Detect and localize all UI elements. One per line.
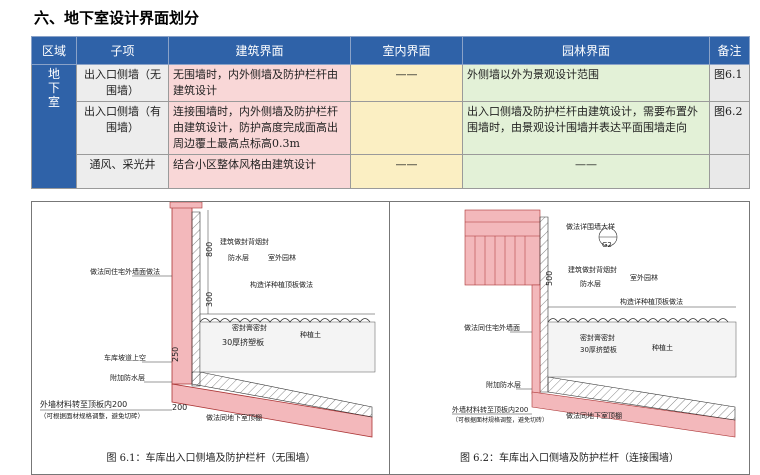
fence-wall — [464, 209, 541, 286]
garden-cell: 出入口侧墙及防护栏杆由建筑设计，需要布置外围墙时，由景观设计围墙并表达平面围墙走… — [462, 101, 710, 155]
label-board: 30厚挤塑板 — [580, 345, 617, 354]
gravel-layer — [199, 318, 371, 323]
roof-slab — [191, 371, 373, 418]
label-structure: 构造详种植顶板做法 — [250, 280, 313, 289]
header-sub: 子项 — [76, 36, 169, 65]
label-sidewall: 做法同住宅外墙面 — [464, 323, 520, 332]
indoor-cell — [350, 101, 463, 155]
label-extra-wp: 附加防水层 — [110, 373, 145, 382]
page-title: 六、地下室设计界面划分 — [34, 9, 200, 27]
note-cell — [709, 154, 750, 189]
area-cell: 地下室 — [31, 64, 77, 189]
sub-cell: 通风、采光井 — [76, 154, 169, 189]
wall-concrete — [539, 216, 549, 393]
label-board: 30厚挤塑板 — [222, 337, 264, 347]
figure-6-2: G2 做法详围墙大样 建筑做封背烟封 防水层 室外园林 构造详种植顶板做法 50… — [389, 201, 750, 475]
header-arch: 建筑界面 — [168, 36, 351, 65]
arch-cell: 结合小区整体风格由建筑设计 — [168, 154, 351, 189]
label-ramp: 车库坡道上空 — [104, 353, 146, 362]
header-note: 备注 — [709, 36, 750, 65]
garden-cell: —— — [462, 154, 710, 189]
header-area: 区域 — [31, 36, 77, 65]
label-finish: 外墙材料转至顶板内200 — [452, 405, 528, 414]
label-seal: 建筑做封背烟封 — [568, 265, 617, 274]
fence-pattern — [465, 221, 540, 285]
label-seal2: 密封膏密封 — [580, 333, 615, 342]
gravel-layer — [547, 318, 729, 323]
section-drawing-1: 800 300 建筑做封背烟封 防水层 室外园林 构造详种植顶板做法 做法同住宅… — [40, 202, 376, 438]
arch-cell: 连接围墙时，内外侧墙及防护栏杆由建筑设计，防护高度完成面高出周边覆土最高点标高0… — [168, 101, 351, 155]
figure-6-1: 800 300 建筑做封背烟封 防水层 室外园林 构造详种植顶板做法 做法同住宅… — [31, 201, 391, 475]
label-extra-wp: 附加防水层 — [486, 380, 521, 389]
wall-cap — [169, 202, 203, 209]
table-header-row: 区域 子项 建筑界面 室内界面 园林界面 备注 — [31, 36, 750, 65]
label-seal2: 密封膏密封 — [232, 323, 267, 332]
dim-800: 800 — [205, 242, 214, 257]
label-structure: 构造详种植顶板做法 — [620, 297, 683, 306]
roof-slab — [547, 376, 736, 421]
label-sidewall: 做法同住宅外墙面做法 — [90, 267, 160, 276]
label-waterproof: 防水层 — [580, 279, 601, 288]
indoor-cell: —— — [350, 154, 463, 189]
note-cell: 图6.2 — [709, 101, 750, 155]
area-label: 地下室 — [47, 67, 60, 109]
label-finish: 外墙材料转至顶板内200 — [40, 399, 127, 409]
label-wall-ref: 做法详围墙大样 — [566, 222, 615, 231]
planting-soil — [199, 321, 376, 373]
label-roof: 做法同地下室顶棚 — [206, 413, 262, 422]
planting-soil — [547, 321, 737, 378]
label-garden: 室外园林 — [630, 273, 658, 282]
sub-cell: 出入口侧墙（有围墙） — [76, 101, 169, 155]
figure-caption-1: 图 6.1：车库出入口侧墙及防护栏杆（无围墙） — [106, 453, 316, 464]
indoor-cell: —— — [350, 64, 463, 102]
ramp-ceiling — [531, 391, 736, 438]
note-cell: 图6.1 — [709, 64, 750, 102]
interface-table: 区域 子项 建筑界面 室内界面 园林界面 备注 地下室 出入口侧墙（无围墙） 无… — [31, 36, 750, 189]
label-soil: 种植土 — [652, 343, 673, 352]
label-soil: 种植土 — [300, 330, 321, 339]
side-wall — [531, 284, 541, 395]
header-indoor: 室内界面 — [350, 36, 463, 65]
label-garden: 室外园林 — [268, 253, 296, 262]
table-row: 出入口侧墙（有围墙） 连接围墙时，内外侧墙及防护栏杆由建筑设计，防护高度完成面高… — [32, 101, 750, 155]
dim-500: 500 — [545, 271, 554, 286]
dim-300: 300 — [205, 292, 214, 307]
label-finish-note: （可根据面材规格调整，避免切砖） — [40, 411, 144, 420]
label-waterproof: 防水层 — [228, 253, 249, 262]
table-row: 通风、采光井 结合小区整体风格由建筑设计 —— —— — [32, 154, 750, 189]
label-finish-note: （可根据面材规格调整，避免切砖） — [452, 416, 548, 424]
section-drawing-2: G2 做法详围墙大样 建筑做封背烟封 防水层 室外园林 构造详种植顶板做法 50… — [452, 209, 737, 438]
ramp-ceiling — [171, 383, 373, 438]
label-roof: 做法同地下室顶棚 — [566, 411, 622, 420]
wall-concrete — [191, 211, 201, 387]
sub-cell: 出入口侧墙（无围墙） — [76, 64, 169, 102]
garden-cell: 外侧墙以外为景观设计范围 — [462, 64, 710, 102]
label-seal: 建筑做封背烟封 — [220, 237, 269, 246]
header-garden: 园林界面 — [462, 36, 710, 65]
dim-200: 200 — [172, 403, 187, 412]
figure-caption-2: 图 6.2：车库出入口侧墙及防护栏杆（连接围墙） — [459, 453, 680, 464]
dim-250: 250 — [171, 347, 180, 362]
table-row: 地下室 出入口侧墙（无围墙） 无围墙时，内外侧墙及防护栏杆由建筑设计 —— 外侧… — [31, 64, 750, 189]
tag-label: G2 — [602, 241, 612, 249]
arch-cell: 无围墙时，内外侧墙及防护栏杆由建筑设计 — [168, 64, 351, 102]
